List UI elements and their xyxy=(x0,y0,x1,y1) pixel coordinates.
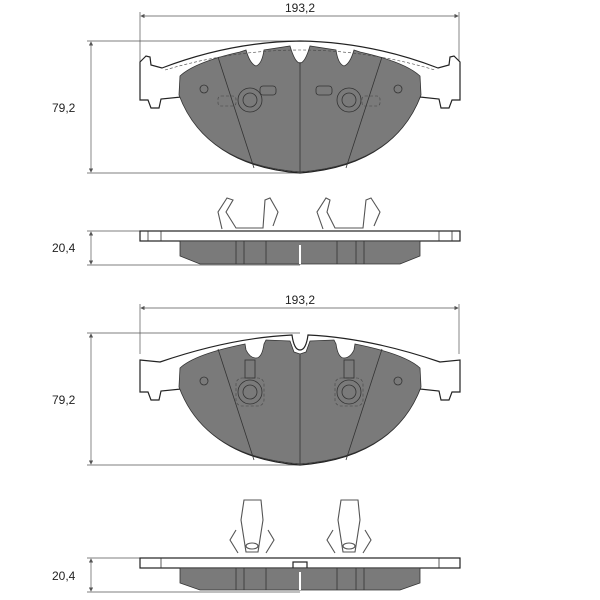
pad-side-view-2: 20,4 xyxy=(52,499,461,593)
height-extension-lines xyxy=(87,332,300,466)
height-label: 79,2 xyxy=(52,393,76,407)
height-label: 79,2 xyxy=(52,101,76,115)
center-groove xyxy=(299,572,301,590)
sensor-mount-left xyxy=(217,85,277,113)
spring-clips xyxy=(217,197,381,230)
thickness-label: 20,4 xyxy=(52,569,76,583)
pad-front-view-1: 193,2 79,2 xyxy=(52,1,461,174)
plate-ticks xyxy=(160,558,440,568)
plate-ticks xyxy=(147,231,453,241)
sensor-mount-right xyxy=(334,359,364,407)
pin-hole-left xyxy=(199,376,209,386)
pin-hole-right xyxy=(393,376,403,386)
width-label: 193,2 xyxy=(285,293,315,307)
sensor-mount-right xyxy=(315,85,381,113)
wear-sensor-clips xyxy=(229,499,372,554)
center-rivet xyxy=(292,561,308,569)
thickness-extension-lines xyxy=(87,230,300,266)
hidden-edge xyxy=(164,49,436,71)
thickness-extension-lines xyxy=(87,557,300,593)
width-extension-lines xyxy=(139,12,460,62)
width-extension-lines xyxy=(139,304,460,354)
side-backing-plate xyxy=(139,230,461,242)
pin-hole-left xyxy=(199,84,209,94)
center-groove xyxy=(299,245,301,264)
slot-lines xyxy=(217,56,383,172)
pad-front-view-2: 193,2 79,2 xyxy=(52,293,461,466)
pad-side-view-1: 20,4 xyxy=(52,197,461,266)
height-extension-lines xyxy=(87,40,300,174)
side-slot-lines xyxy=(235,241,365,264)
sensor-mount-left xyxy=(235,359,265,407)
thickness-label: 20,4 xyxy=(52,241,76,255)
side-slot-lines xyxy=(235,568,365,590)
slot-lines xyxy=(217,348,383,464)
width-label: 193,2 xyxy=(285,1,315,15)
pin-hole-right xyxy=(393,84,403,94)
